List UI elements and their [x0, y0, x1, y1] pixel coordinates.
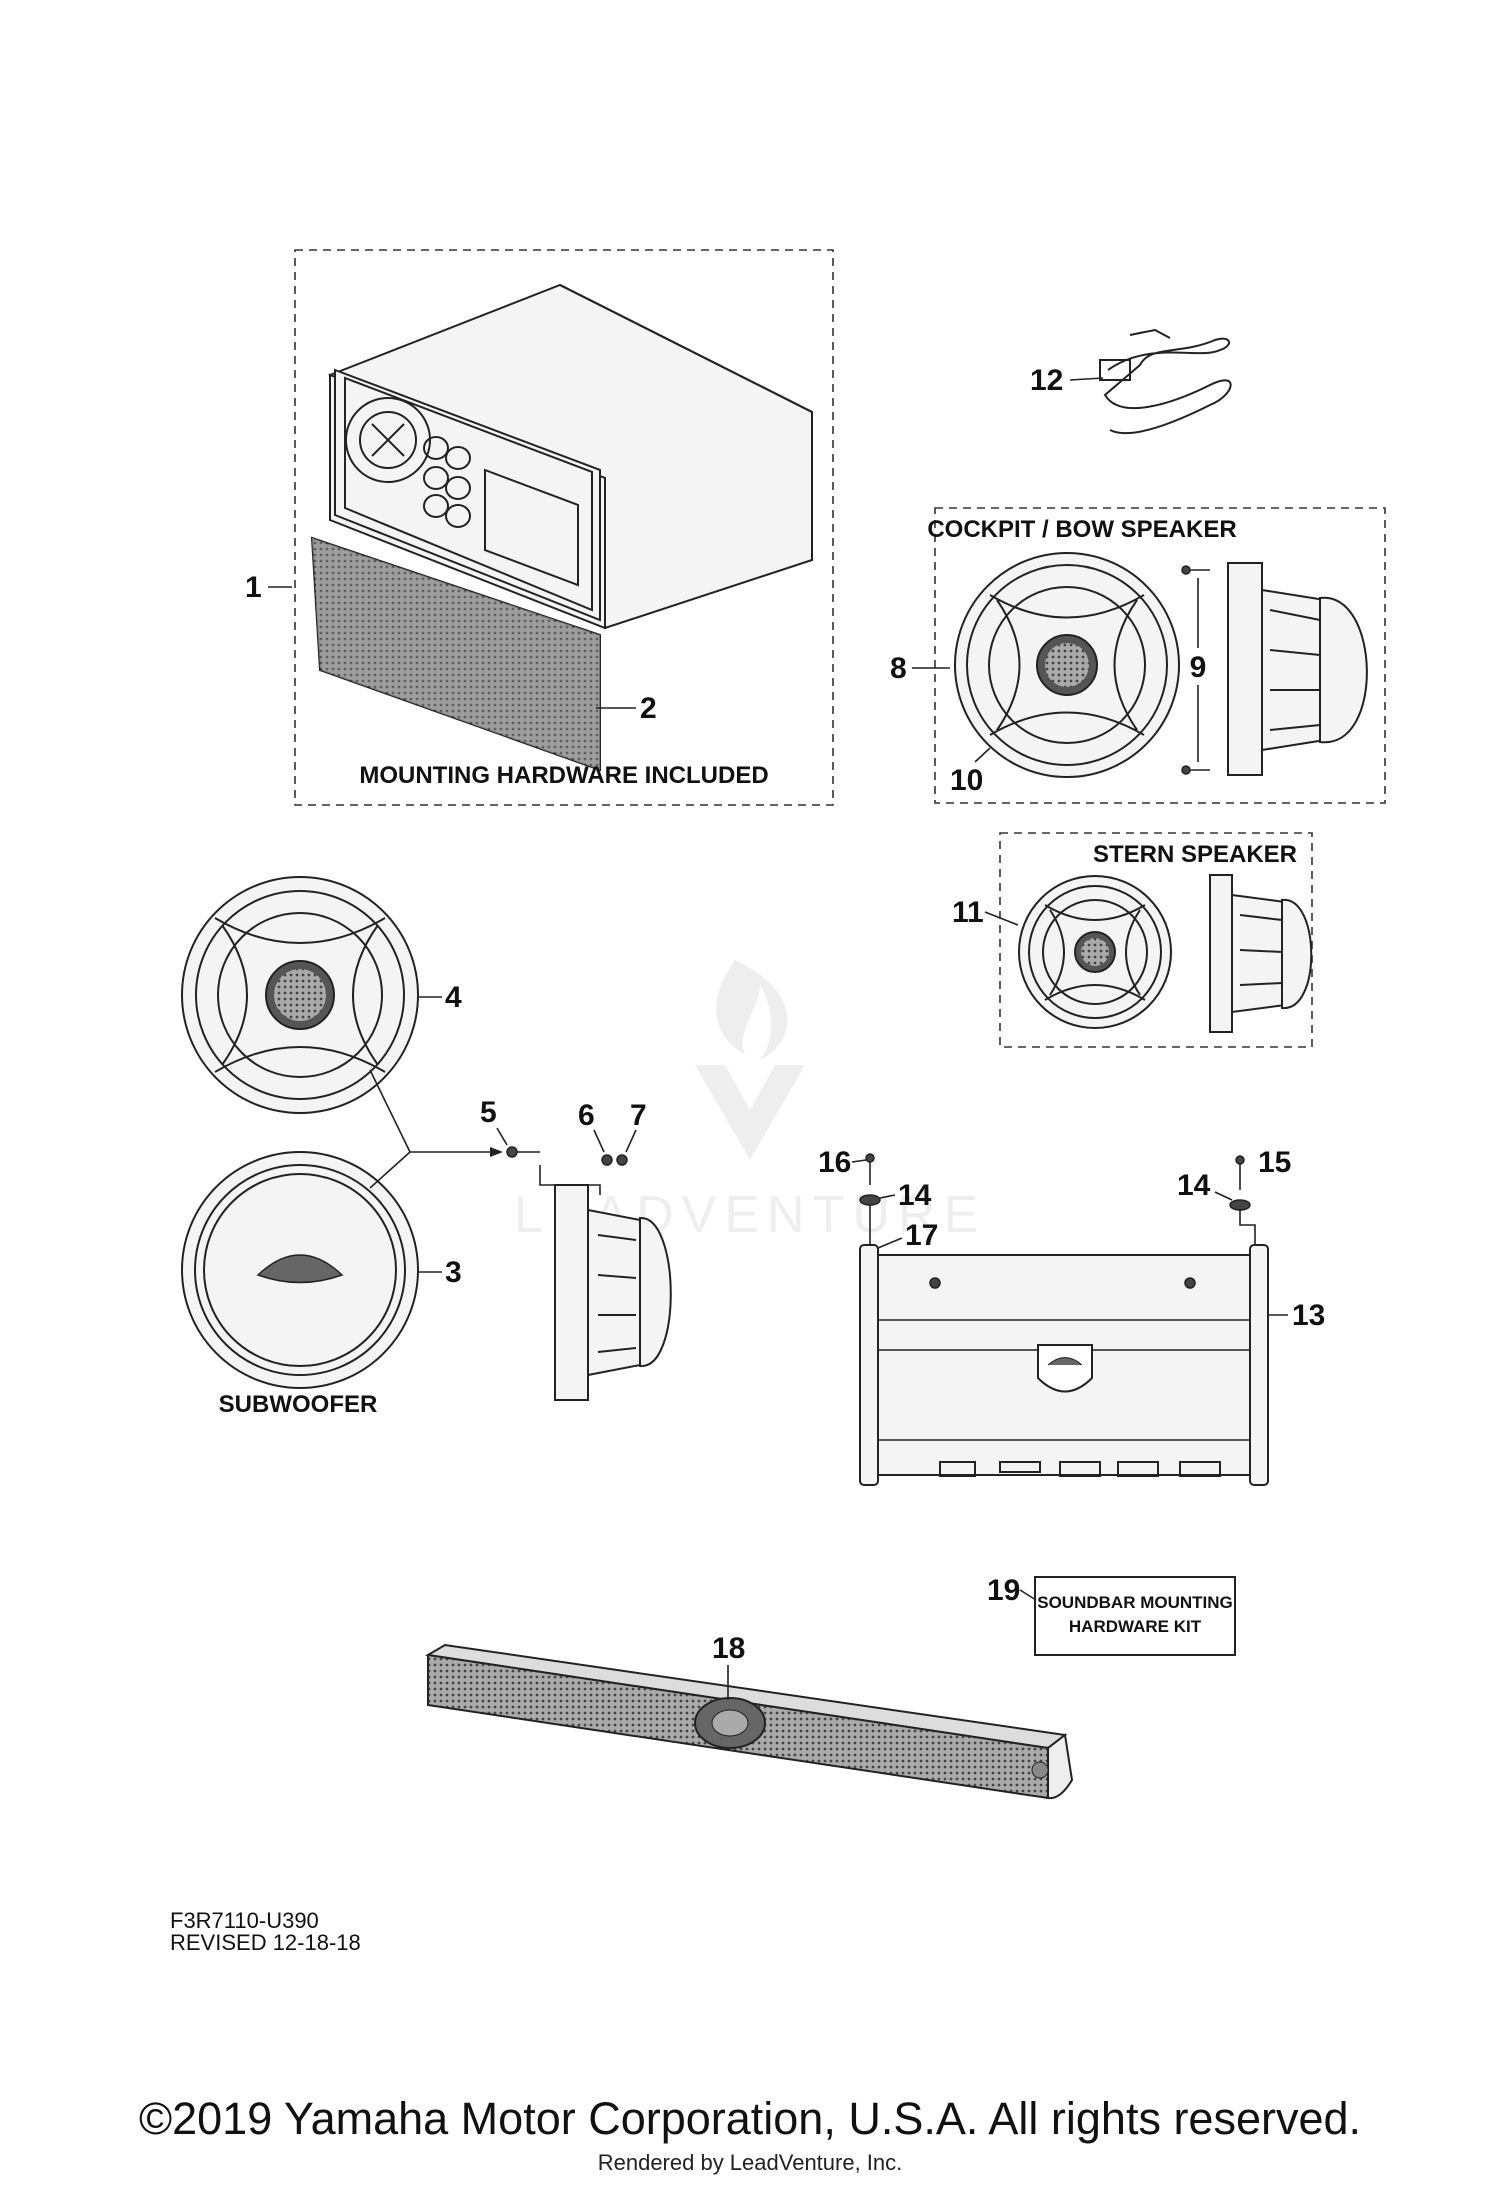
- stern-speaker-box: [999, 832, 1313, 1048]
- rendered-by-notice: Rendered by LeadVenture, Inc.: [597, 2150, 903, 2175]
- callout-3: 3: [445, 1256, 462, 1289]
- callout-8: 8: [890, 652, 907, 685]
- label-subwoofer: SUBWOOFER: [219, 1391, 378, 1418]
- amplifier-illustration: [859, 1244, 1269, 1486]
- screw-9-top: [1181, 565, 1210, 575]
- speaker-side-illustration: [554, 1184, 672, 1401]
- head-unit-kit-box: [294, 249, 834, 806]
- label-soundbar-kit-line1: SOUNDBAR MOUNTING: [1037, 1593, 1233, 1612]
- callout-10: 10: [950, 764, 983, 797]
- watermark-logo: [695, 960, 805, 1160]
- callout-12: 12: [1030, 364, 1063, 397]
- callout-7: 7: [630, 1099, 647, 1132]
- reference-code: F3R7110-U390: [170, 1908, 319, 1933]
- screw-9-bottom: [1181, 765, 1210, 775]
- label-cockpit-bow: COCKPIT / BOW SPEAKER: [927, 516, 1236, 543]
- callout-9: 9: [1190, 651, 1207, 684]
- callout-13: 13: [1292, 1299, 1325, 1332]
- label-mounting-hardware: MOUNTING HARDWARE INCLUDED: [359, 762, 768, 789]
- callout-1: 1: [245, 571, 262, 604]
- callout-19: 19: [987, 1574, 1020, 1607]
- callout-17: 17: [905, 1219, 938, 1252]
- washer-14-left: [859, 1194, 881, 1206]
- cockpit-bow-speaker-box: [934, 507, 1386, 804]
- callout-14-left: 14: [898, 1179, 932, 1212]
- label-soundbar-kit-line2: HARDWARE KIT: [1069, 1617, 1202, 1636]
- stern-speaker-side-illustration: [1209, 874, 1313, 1033]
- callout-11: 11: [952, 896, 984, 929]
- callout-5: 5: [480, 1096, 497, 1129]
- callout-15: 15: [1258, 1146, 1291, 1179]
- subwoofer-illustration: [181, 1151, 419, 1389]
- nut-7: [616, 1154, 628, 1166]
- washer-14-right: [1229, 1199, 1251, 1211]
- cockpit-speaker-side-illustration: [1227, 562, 1368, 776]
- wire-harness-illustration: [1099, 328, 1232, 435]
- callout-16: 16: [818, 1146, 851, 1179]
- mesh-cover-illustration: [310, 536, 601, 772]
- cockpit-speaker-front-illustration: [954, 552, 1180, 778]
- callout-14-right: 14: [1177, 1169, 1211, 1202]
- callout-2: 2: [640, 692, 657, 725]
- soundbar-kit-box: [1034, 1576, 1236, 1656]
- screw-15: [1235, 1155, 1245, 1190]
- reference-revised: REVISED 12-18-18: [170, 1930, 361, 1955]
- callout-18: 18: [712, 1632, 745, 1665]
- head-unit-illustration: [328, 283, 813, 630]
- label-stern: STERN SPEAKER: [1093, 841, 1297, 868]
- screw-5: [506, 1146, 540, 1158]
- soundbar-illustration: [425, 1643, 1074, 1800]
- callout-6: 6: [578, 1099, 595, 1132]
- washer-6: [601, 1154, 613, 1166]
- screw-16: [865, 1153, 875, 1185]
- copyright-notice: ©2019 Yamaha Motor Corporation, U.S.A. A…: [138, 2093, 1362, 2144]
- stern-speaker-front-illustration: [1018, 875, 1172, 1029]
- callout-4: 4: [445, 981, 462, 1014]
- speaker-grille-illustration: [181, 876, 419, 1114]
